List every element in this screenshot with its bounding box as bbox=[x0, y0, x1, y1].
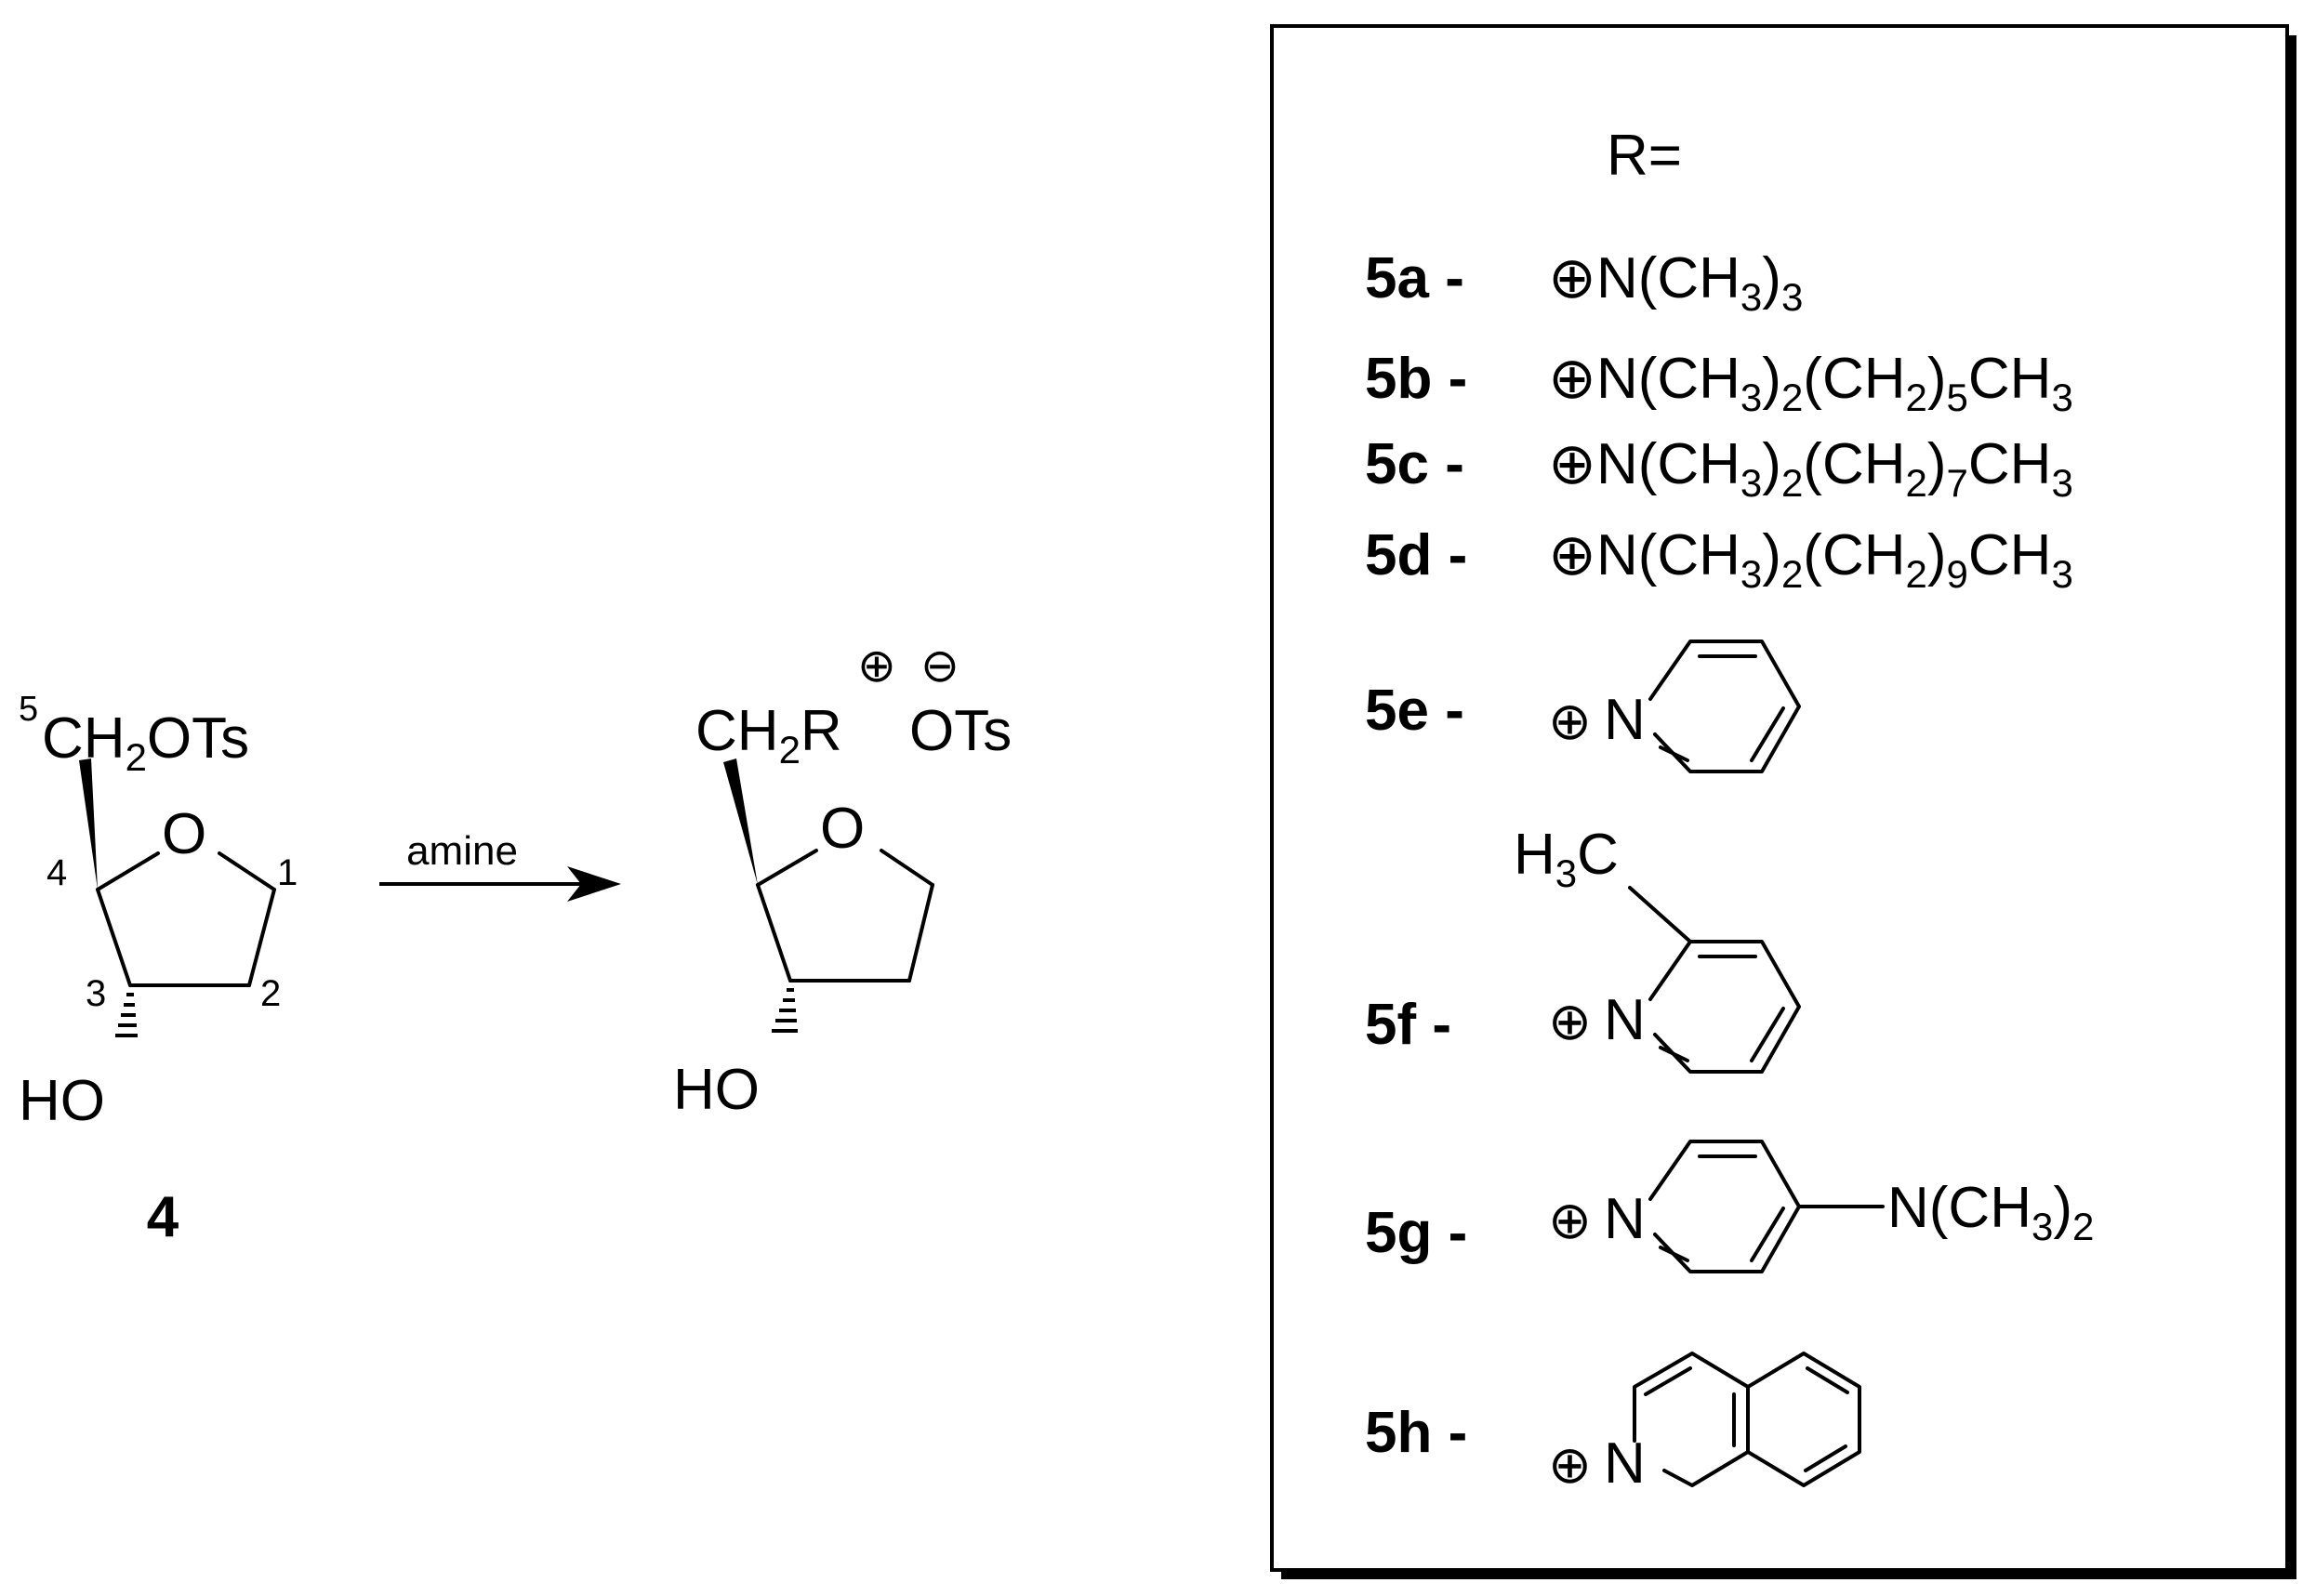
label-5h: 5h - bbox=[1365, 1401, 1467, 1465]
nitrogen-5g: N bbox=[1604, 1187, 1646, 1251]
reaction-arrow: amine bbox=[379, 828, 621, 902]
formula-5a: ⊕N(CH3)3 bbox=[1548, 246, 1803, 319]
ring-oxygen: O bbox=[820, 797, 865, 861]
hydroxyl-label: HO bbox=[19, 1069, 105, 1133]
cation-sign: ⊕ bbox=[857, 640, 896, 692]
hydroxyl-label: HO bbox=[673, 1058, 760, 1122]
reactant-4: 5 CH2OTs O 4 1 3 2 HO 4 bbox=[19, 690, 298, 1249]
compound-number-4: 4 bbox=[147, 1185, 179, 1249]
cation-sign-5h: ⊕ bbox=[1548, 1435, 1592, 1494]
reagent-label: amine bbox=[406, 828, 518, 874]
isoquinoline-rings-5h bbox=[1633, 1352, 1861, 1487]
ch2r-label: CH2R bbox=[695, 699, 842, 772]
ring-bond-c3-c4 bbox=[756, 883, 792, 983]
legend-header: R= bbox=[1607, 124, 1682, 188]
nitrogen-5f: N bbox=[1604, 988, 1646, 1052]
locant-2: 2 bbox=[260, 973, 281, 1014]
cation-sign-5f: ⊕ bbox=[1548, 992, 1592, 1050]
nitrogen-5h: N bbox=[1604, 1431, 1646, 1496]
formula-5c: ⊕N(CH3)2(CH2)7CH3 bbox=[1548, 432, 2073, 505]
anion-sign: ⊖ bbox=[920, 640, 959, 692]
nitrogen-5e: N bbox=[1604, 688, 1646, 752]
label-5a: 5a - bbox=[1365, 246, 1464, 310]
locant-1: 1 bbox=[277, 852, 298, 893]
formula-5d: ⊕N(CH3)2(CH2)9CH3 bbox=[1548, 523, 2073, 596]
ring-bond-c4-o bbox=[756, 849, 818, 887]
cation-sign-5e: ⊕ bbox=[1548, 692, 1592, 750]
legend-box bbox=[1270, 24, 2289, 1572]
hashed-bond bbox=[772, 988, 798, 1033]
label-5f: 5f - bbox=[1365, 993, 1451, 1057]
pyridine-ring-5f bbox=[1628, 886, 1801, 1074]
ch2ots-label: CH2OTs bbox=[42, 706, 249, 779]
hashed-bond bbox=[115, 993, 138, 1037]
label-5e: 5e - bbox=[1365, 679, 1464, 743]
ring-bond-o-c1 bbox=[880, 849, 934, 887]
counterion-label: OTs bbox=[909, 699, 1012, 763]
wedge-bond bbox=[723, 758, 758, 885]
ring-bond-c1-c2 bbox=[247, 888, 276, 987]
label-5d: 5d - bbox=[1365, 523, 1467, 587]
locant-4: 4 bbox=[46, 852, 67, 893]
pyridine-ring-5g bbox=[1648, 1140, 1885, 1273]
ring-bond-o-c1 bbox=[218, 851, 276, 891]
dimethylamino-label-5g: N(CH3)2 bbox=[1887, 1176, 2094, 1248]
pyridine-ring-5e bbox=[1648, 640, 1801, 773]
ring-oxygen: O bbox=[162, 802, 206, 866]
wedge-bond bbox=[79, 758, 98, 890]
ring-bond-c1-c2 bbox=[907, 883, 934, 983]
arrow-head bbox=[567, 866, 621, 902]
product-5: CH2R ⊕ OTs ⊖ O HO bbox=[673, 640, 1012, 1122]
locant-5: 5 bbox=[19, 690, 38, 729]
formula-5b: ⊕N(CH3)2(CH2)5CH3 bbox=[1548, 347, 2073, 419]
label-5g: 5g - bbox=[1365, 1201, 1467, 1265]
ring-bond-c4-o bbox=[96, 851, 160, 891]
cation-sign-5g: ⊕ bbox=[1548, 1191, 1592, 1249]
locant-3: 3 bbox=[86, 973, 106, 1014]
ring-bond-c3-c4 bbox=[96, 888, 132, 987]
label-5b: 5b - bbox=[1365, 347, 1467, 411]
substituent-legend: R= 5a - ⊕N(CH3)3 5b - ⊕N(CH3)2(CH2)5CH3 … bbox=[1270, 24, 2296, 1579]
label-5c: 5c - bbox=[1365, 432, 1464, 496]
methyl-label-5f: H3C bbox=[1514, 823, 1619, 895]
